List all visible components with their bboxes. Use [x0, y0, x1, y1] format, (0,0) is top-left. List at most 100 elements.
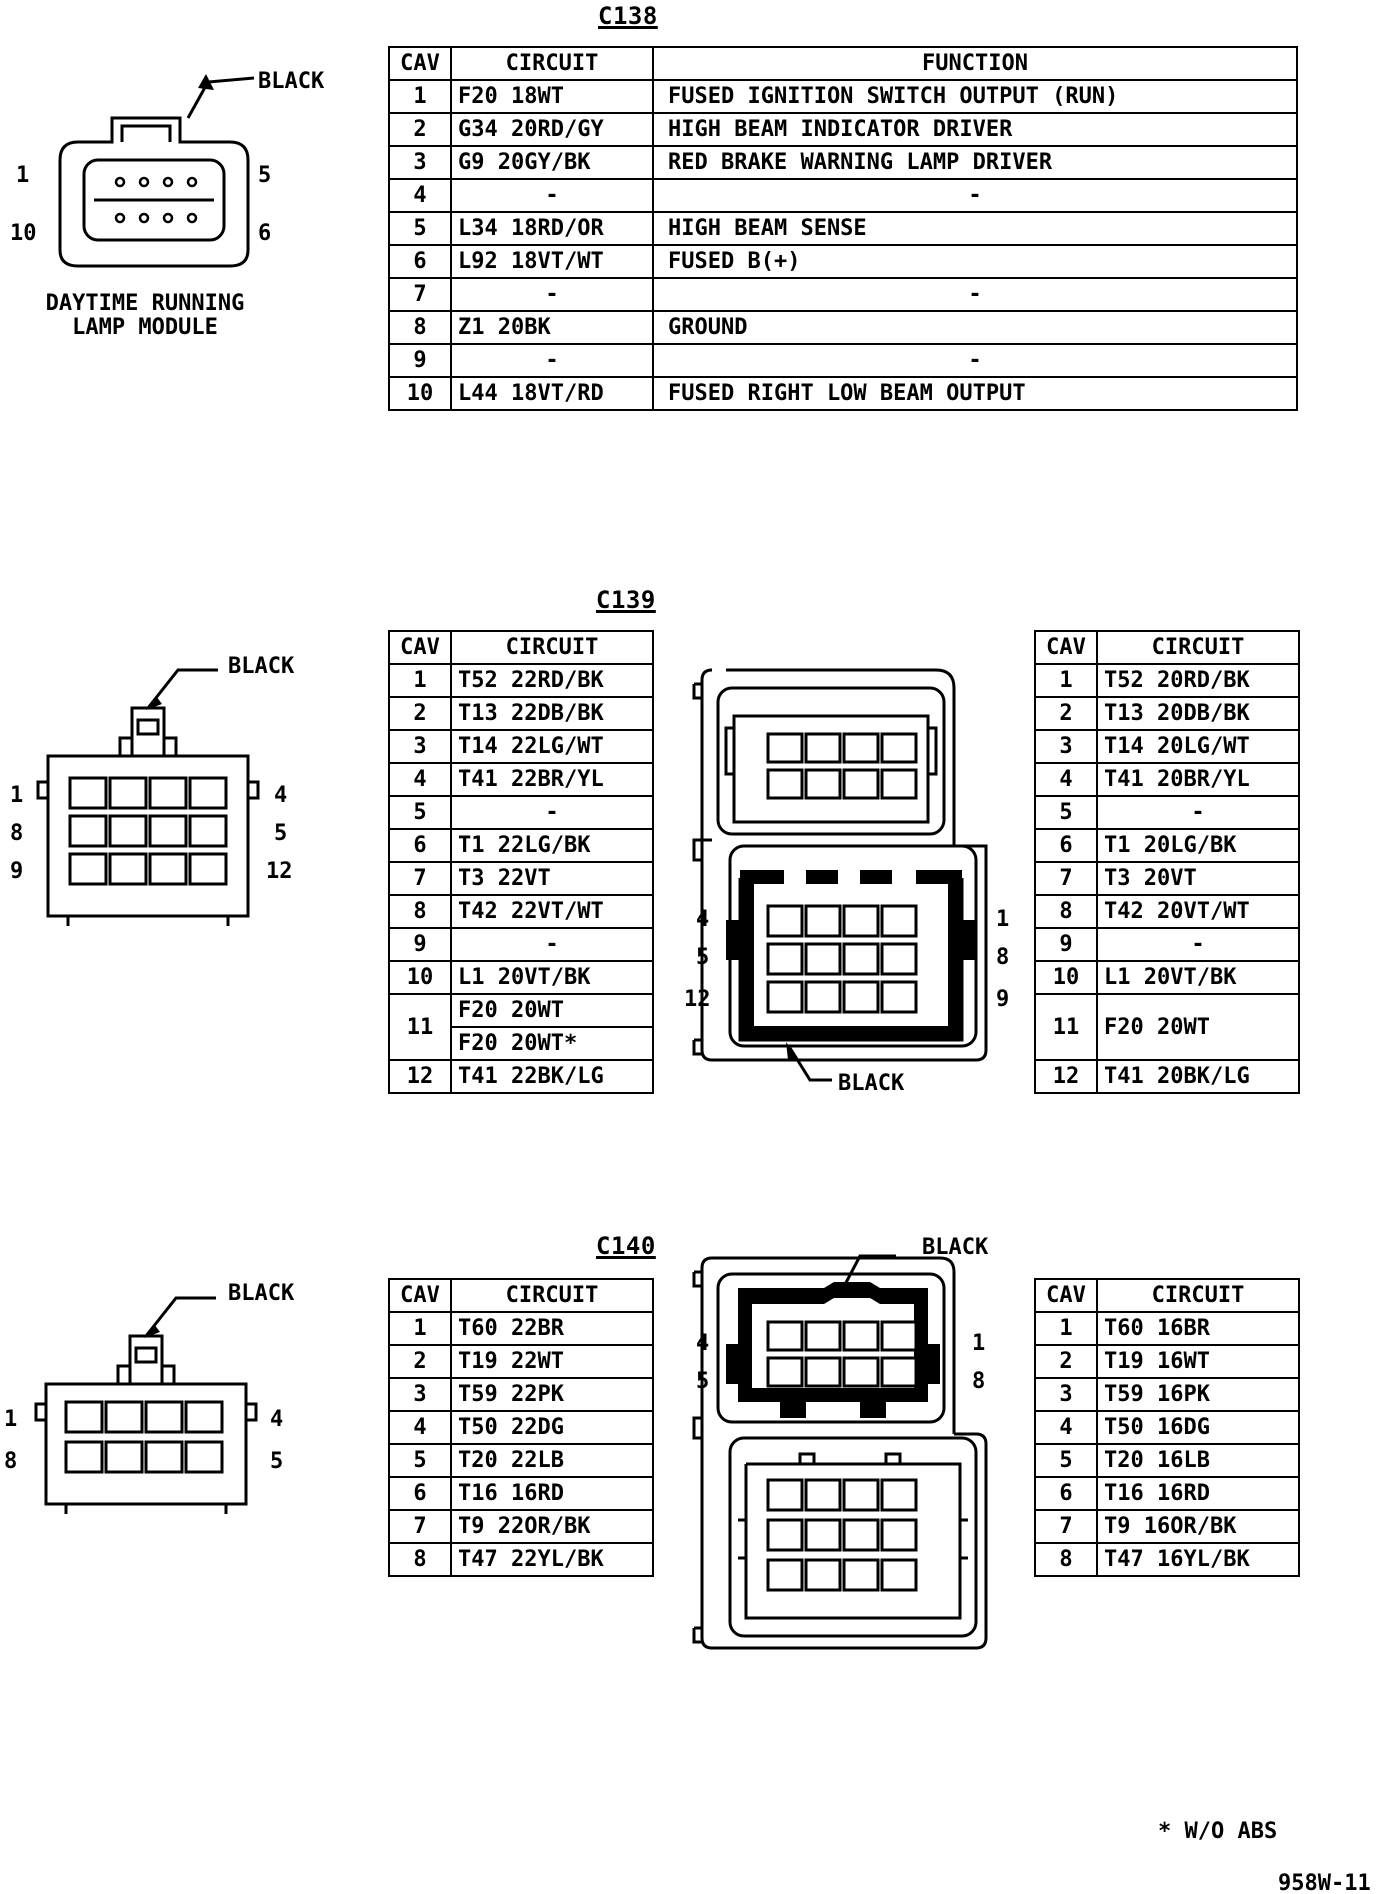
circuit-cell: L1 20VT/BK: [450, 960, 654, 995]
cav-cell: 1: [1034, 1311, 1098, 1346]
circuit-cell: T42 20VT/WT: [1096, 894, 1300, 929]
pin-label: 8: [4, 1449, 18, 1474]
function-cell: FUSED RIGHT LOW BEAM OUTPUT: [652, 376, 1298, 411]
circuit-cell: L34 18RD/OR: [450, 211, 654, 246]
c138-connector-caption: DAYTIME RUNNING LAMP MODULE: [20, 292, 270, 340]
table-header-row: CAV CIRCUIT: [388, 1278, 654, 1313]
function-cell: GROUND: [652, 310, 1298, 345]
circuit-cell: T52 20RD/BK: [1096, 663, 1300, 698]
circuit-cell: T59 16PK: [1096, 1377, 1300, 1412]
function-cell: FUSED B(+): [652, 244, 1298, 279]
cavity-grid: [768, 734, 916, 1012]
circuit-cell: G9 20GY/BK: [450, 145, 654, 180]
c140-left-color-label: BLACK: [228, 1281, 295, 1306]
footnote-abs: * W/O ABS: [1158, 1819, 1278, 1844]
header-circuit: CIRCUIT: [450, 46, 654, 81]
circuit-cell: T41 22BK/LG: [450, 1059, 654, 1094]
circuit-cell: T41 22BR/YL: [450, 762, 654, 797]
pin-label: 5: [270, 1449, 284, 1474]
pin-label: 4: [274, 783, 288, 808]
circuit-cell: T1 20LG/BK: [1096, 828, 1300, 863]
cav-cell: 12: [1034, 1059, 1098, 1094]
circuit-cell: T13 22DB/BK: [450, 696, 654, 731]
circuit-cell: T9 16OR/BK: [1096, 1509, 1300, 1544]
pin-label: 8: [10, 821, 24, 846]
table-row: F20 20WT*: [389, 1026, 654, 1061]
c140-right-color-label: BLACK: [922, 1235, 989, 1260]
cav-cell: 2: [1034, 696, 1098, 731]
cavity-grid: [70, 778, 226, 884]
cav-cell: 4: [1034, 762, 1098, 797]
pin-label: 12: [266, 859, 293, 884]
pin-label: 1: [4, 1407, 18, 1432]
cav-cell: 11: [388, 993, 452, 1061]
pin-label: 4: [696, 907, 710, 932]
cav-cell: 4: [1034, 1410, 1098, 1445]
cav-cell: 4: [388, 178, 452, 213]
function-cell: -: [652, 277, 1298, 312]
pin-label: 4: [696, 1331, 710, 1356]
function-cell: HIGH BEAM SENSE: [652, 211, 1298, 246]
cav-cell: 7: [388, 277, 452, 312]
circuit-cell: Z1 20BK: [450, 310, 654, 345]
cav-cell: 9: [1034, 927, 1098, 962]
header-circuit: CIRCUIT: [450, 630, 654, 665]
circuit-cell: T1 22LG/BK: [450, 828, 654, 863]
circuit-cell: T50 22DG: [450, 1410, 654, 1445]
table-row: 9--: [388, 343, 1298, 378]
cav-cell: 11: [1034, 993, 1098, 1061]
table-row: 4--: [388, 178, 1298, 213]
cavity-grid: [768, 1322, 916, 1590]
circuit-cell: T19 16WT: [1096, 1344, 1300, 1379]
cav-cell: 4: [388, 1410, 452, 1445]
table-header-row: CAV CIRCUIT FUNCTION: [388, 46, 1298, 81]
table-header-row: CAV CIRCUIT: [1034, 1278, 1300, 1313]
circuit-cell: -: [450, 277, 654, 312]
circuit-cell: T47 22YL/BK: [450, 1542, 654, 1577]
function-cell: FUSED IGNITION SWITCH OUTPUT (RUN): [652, 79, 1298, 114]
header-circuit: CIRCUIT: [450, 1278, 654, 1313]
cav-cell: 2: [388, 696, 452, 731]
circuit-cell: T20 16LB: [1096, 1443, 1300, 1478]
pin-label: 6: [258, 221, 272, 246]
pin-label: 8: [996, 945, 1010, 970]
cav-cell: 6: [1034, 1476, 1098, 1511]
cav-cell: 2: [388, 112, 452, 147]
function-cell: -: [652, 178, 1298, 213]
pin-label: 5: [274, 821, 288, 846]
c138-title: C138: [598, 2, 658, 30]
cav-cell: 3: [1034, 729, 1098, 764]
cav-cell: 3: [388, 1377, 452, 1412]
circuit-cell: T60 22BR: [450, 1311, 654, 1346]
cav-cell: 8: [388, 310, 452, 345]
pin-label: 1: [16, 163, 30, 188]
pin-label: 8: [972, 1369, 986, 1394]
c140-title: C140: [596, 1232, 656, 1260]
